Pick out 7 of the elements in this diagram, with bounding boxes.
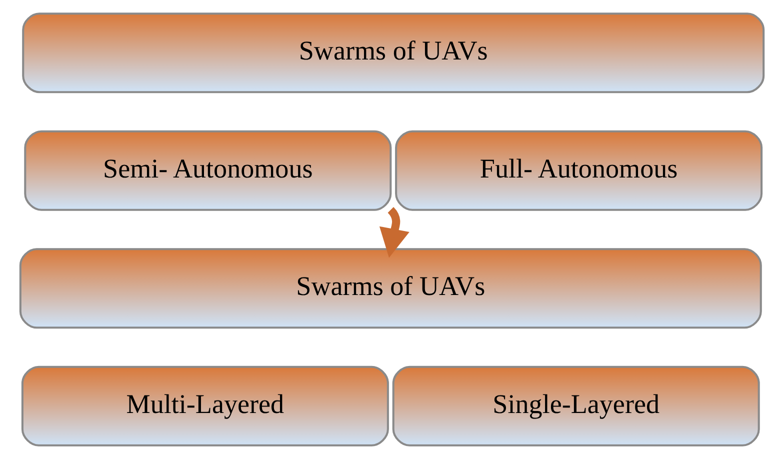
arrow xyxy=(378,207,409,258)
node-box: Single-Layered xyxy=(392,366,760,446)
node-box: Swarms of UAVs xyxy=(22,12,764,94)
node-box: Semi- Autonomous xyxy=(24,130,392,211)
node-box: Full- Autonomous xyxy=(394,130,762,211)
node-box: Multi-Layered xyxy=(20,366,388,446)
node-box: Swarms of UAVs xyxy=(18,248,762,329)
